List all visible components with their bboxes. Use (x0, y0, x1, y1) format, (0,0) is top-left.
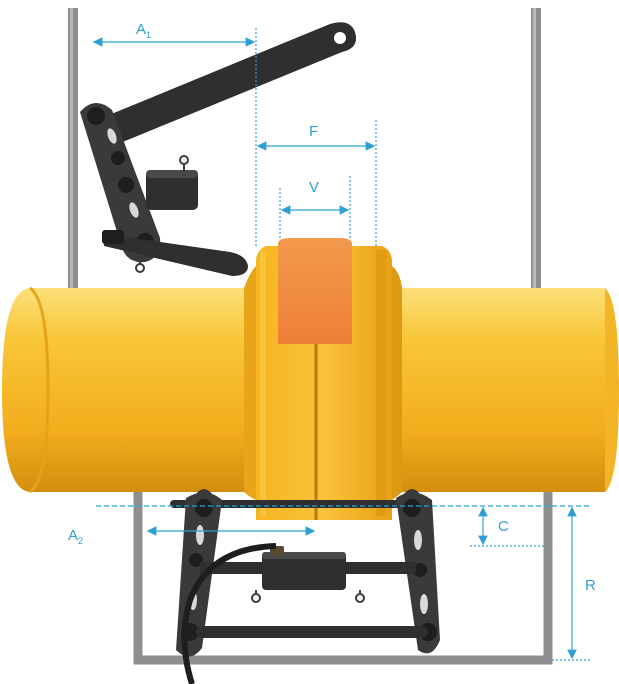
lower-frame (133, 482, 553, 665)
upper-cylinder (146, 170, 198, 210)
dimension-lines (92, 28, 590, 661)
lower-clamp-assembly (170, 489, 440, 684)
weld-zone (278, 238, 352, 344)
dimension-labels: A1 F V A2 C R (68, 21, 596, 594)
eye-bolt-icon (355, 593, 365, 603)
pipe (2, 238, 619, 520)
pipe-left (2, 288, 266, 492)
eye-bolt-icon (135, 263, 145, 273)
label-c: C (498, 518, 509, 535)
lower-cylinder (262, 552, 346, 590)
label-r: R (585, 577, 596, 594)
label-a2: A2 (68, 527, 83, 546)
label-a1: A1 (136, 21, 151, 40)
eye-bolt-icon (179, 155, 189, 165)
eye-bolt-icon (251, 593, 261, 603)
label-v: V (309, 179, 319, 196)
label-f: F (309, 123, 318, 140)
upper-push-rod (104, 234, 248, 276)
lower-bottom-rail (196, 626, 428, 638)
frame-rails (68, 8, 553, 665)
hydraulic-hose (181, 543, 277, 684)
pipe-right (372, 288, 605, 492)
upper-clamp-assembly (80, 22, 357, 276)
upper-lever-arm (92, 22, 357, 149)
lever-eye-icon (334, 32, 346, 44)
